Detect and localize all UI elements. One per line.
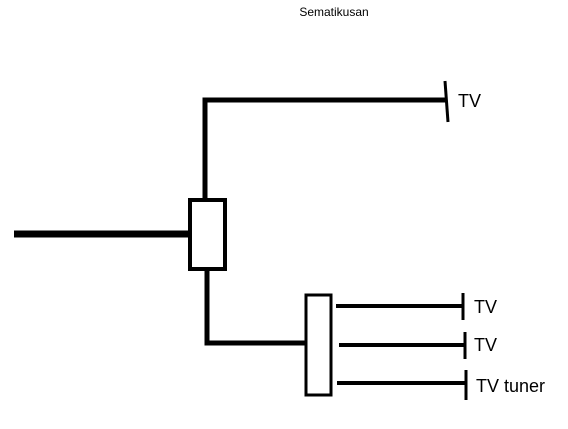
main-splitter [188,198,227,271]
lower-branch-line [204,269,306,346]
label-tv-1: TV [474,297,497,317]
diagram-title: Sematikusan [0,5,568,19]
upper-branch-line [202,97,446,200]
label-tv-tuner: TV tuner [476,376,545,396]
title-text: Sematikusan [299,5,369,19]
label-tv-top: TV [458,91,481,111]
upper-terminal-tick [443,80,450,123]
secondary-splitter [304,293,333,397]
label-tv-2: TV [474,335,497,355]
